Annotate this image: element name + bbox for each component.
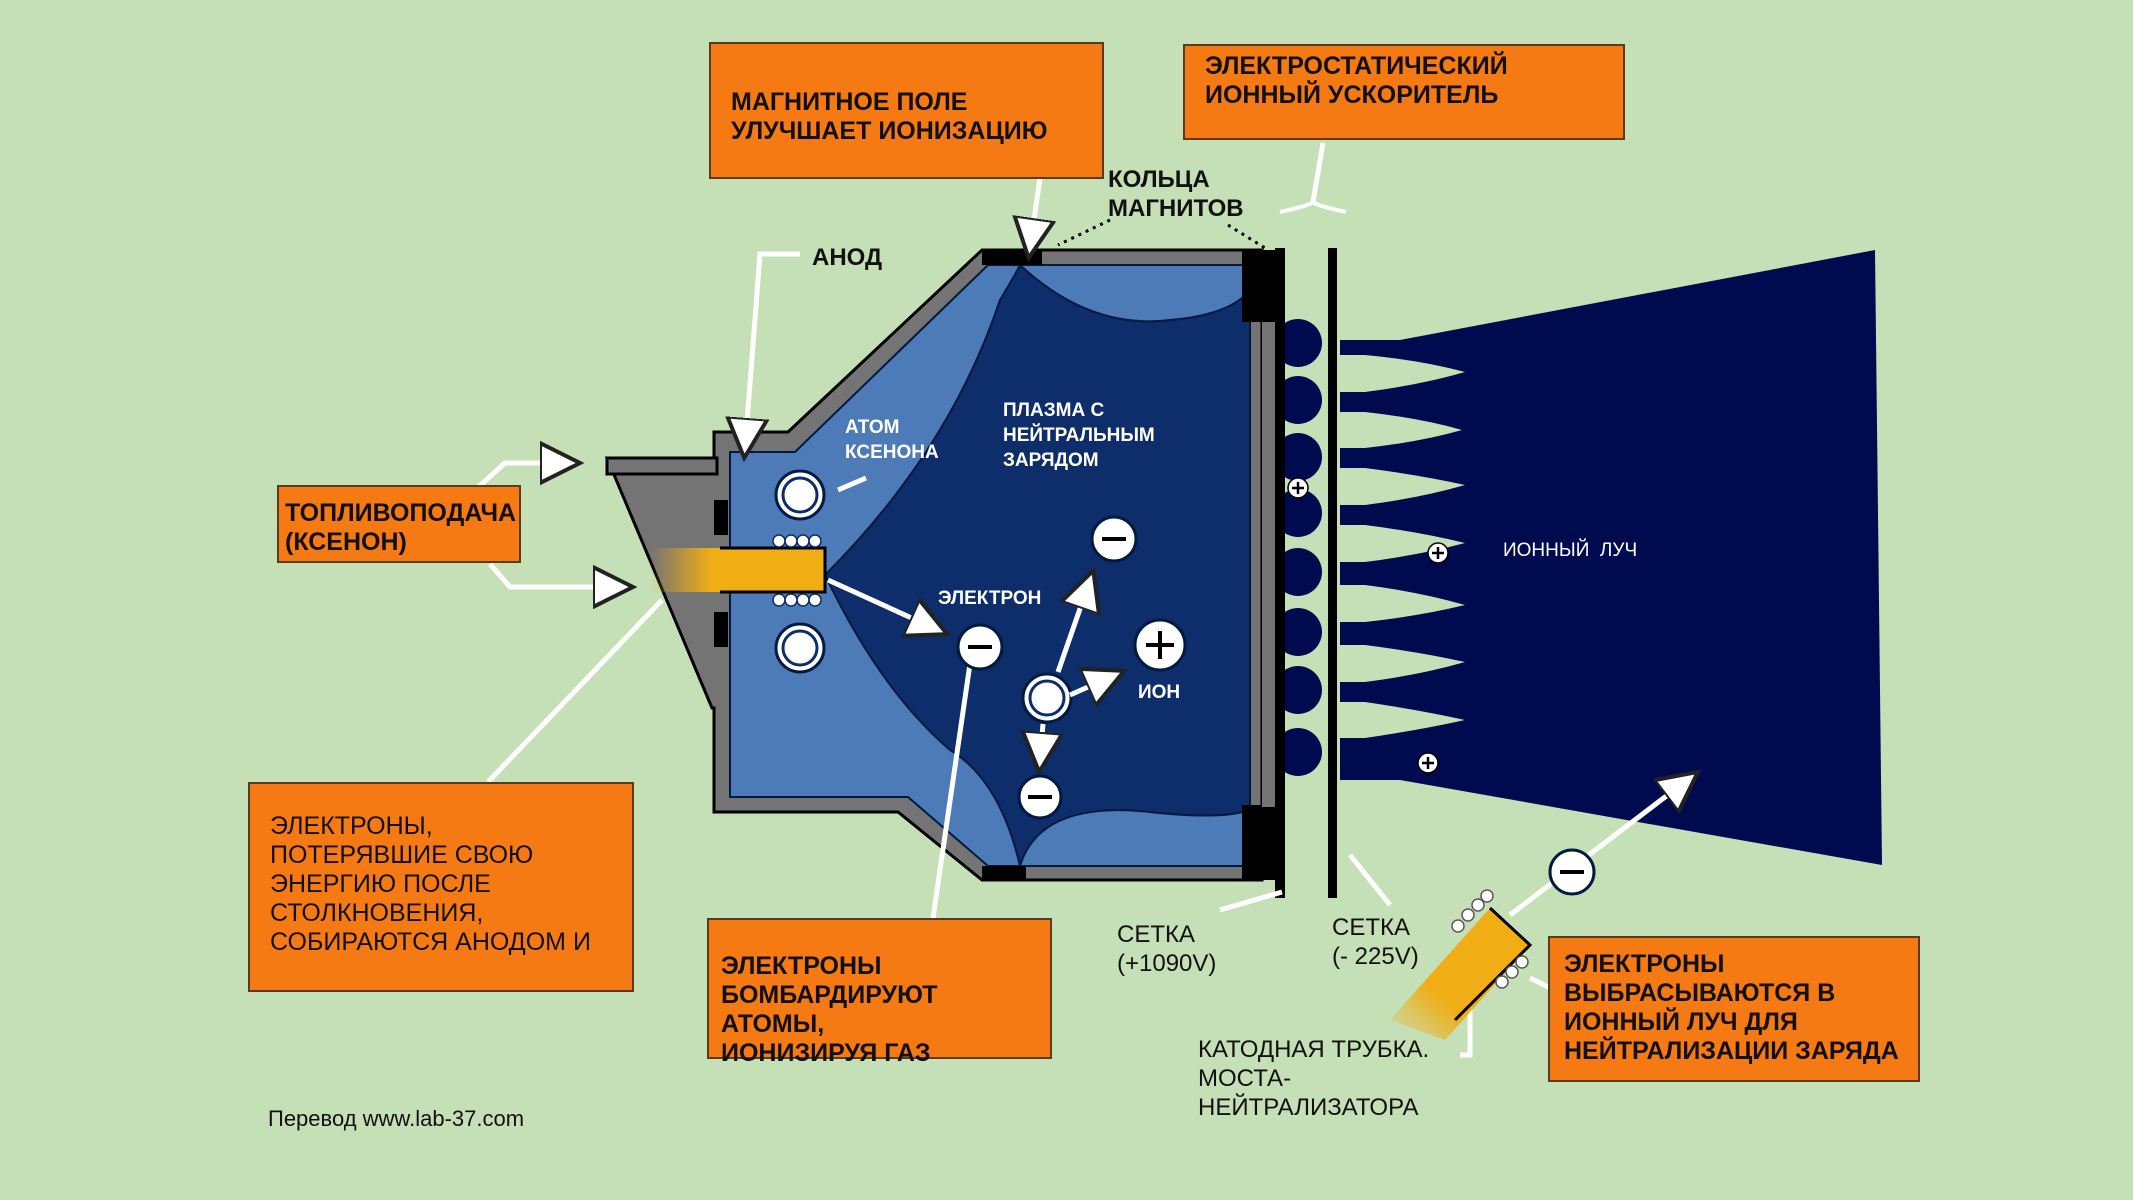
xenon-pointer [837,475,867,493]
xenon-atom [774,469,1073,724]
particle-arrows [826,580,1115,762]
plasma-region [823,263,1251,870]
magnet-pointers [1057,218,1266,250]
label-line: МОСТА- [1198,1065,1292,1092]
label-ion: ИОН [1138,682,1181,703]
callout-line: ИОННЫЙ УСКОРИТЕЛЬ [1205,81,1499,109]
label-line: (- 225V) [1332,943,1419,970]
label-line: КСЕНОНА [845,442,939,463]
electron-icon [1548,848,1596,896]
grid-apertures [1274,319,1322,776]
label-line: СЕТКА [1117,921,1195,948]
label-electron: ЭЛЕКТРОН [938,588,1042,609]
label-anode: АНОД [812,244,883,271]
fuel-inlet-pipe [605,456,719,476]
grid-gaps [1318,355,1465,738]
callout-line: СОБИРАЮТСЯ АНОДОМ И [270,928,591,956]
translation-credit: Перевод www.lab-37.com [268,1106,525,1131]
callout-fuel-feed: ТОПЛИВОПОДАЧА (КСЕНОН) [277,485,521,563]
callout-anode-collect: ЭЛЕКТРОНЫ, ПОТЕРЯВШИЕ СВОЮ ЭНЕРГИЮ ПОСЛЕ… [248,782,634,992]
label-plasma: ПЛАЗМА С НЕЙТРАЛЬНЫМ ЗАРЯДОМ [1003,398,1155,473]
label-xenon-atom: АТОМ КСЕНОНА [845,415,939,465]
label-ion-beam: ИОННЫЙ ЛУЧ [1503,540,1638,561]
label-line: НЕЙТРАЛИЗАТОРА [1198,1094,1419,1121]
label-line: КАТОДНАЯ ТРУБКА. [1198,1036,1430,1063]
callout-line: ЭЛЕКТРОСТАТИЧЕСКИЙ [1205,52,1508,80]
callout-line: ПОТЕРЯВШИЕ СВОЮ [270,841,534,869]
ion-beam [1340,250,1882,865]
callout-neutralize: ЭЛЕКТРОНЫ ВЫБРАСЫВАЮТСЯ В ИОННЫЙ ЛУЧ ДЛЯ… [1548,936,1920,1082]
discharge-cathode [650,534,827,607]
label-cathode-tube: КАТОДНАЯ ТРУБКА. МОСТА- НЕЙТРАЛИЗАТОРА [1198,1035,1429,1122]
screen-grid [1275,248,1285,898]
callout-line: УЛУЧШАЕТ ИОНИЗАЦИЮ [731,117,1048,145]
label-grid-positive: СЕТКА (+1090V) [1117,920,1216,978]
callout-line: ТОПЛИВОПОДАЧА [285,499,517,527]
electron-icon [956,623,1004,671]
callout-line: СТОЛКНОВЕНИЯ, [270,899,484,927]
label-magnet-rings: КОЛЬЦА МАГНИТОВ [1108,165,1244,223]
callout-line: ИОНИЗИРУЯ ГАЗ [721,1039,931,1067]
beam-ion-icon [1287,477,1449,774]
callout-line: ИОННЫЙ ЛУЧ ДЛЯ [1564,1008,1798,1036]
label-grid-negative: СЕТКА (- 225V) [1332,913,1419,971]
callout-bombard: ЭЛЕКТРОНЫ БОМБАРДИРУЮТ АТОМЫ, ИОНИЗИРУЯ … [707,918,1052,1067]
label-line: СЕТКА [1332,914,1410,941]
callout-line: ЭНЕРГИЮ ПОСЛЕ [270,870,491,898]
electron-icon [1017,774,1063,820]
callout-line: БОМБАРДИРУЮТ АТОМЫ, [721,981,938,1038]
accel-grid [1328,248,1337,898]
fuel-feed-arrows [473,463,623,587]
callout-pointers [486,142,1552,1058]
callout-line: (КСЕНОН) [285,528,407,556]
label-line: МАГНИТОВ [1108,195,1244,222]
callout-line: МАГНИТНОЕ ПОЛЕ [731,88,968,116]
callout-line: ЭЛЕКТРОНЫ [721,952,882,980]
label-line: НЕЙТРАЛЬНЫМ [1003,425,1155,446]
label-line: АТОМ [845,417,900,438]
label-line: ПЛАЗМА С [1003,400,1105,421]
label-line: КОЛЬЦА [1108,166,1210,193]
accelerator-grids[interactable] [1262,248,1337,898]
callout-line: НЕЙТРАЛИЗАЦИИ ЗАРЯДА [1564,1037,1899,1065]
ion-plus-icon [1133,618,1187,672]
label-line: (+1090V) [1117,950,1217,977]
electron-icon [1090,515,1138,563]
callout-line: ЭЛЕКТРОНЫ [1564,950,1725,978]
label-line: ЗАРЯДОМ [1003,450,1099,471]
neutralizer-cathode [1390,778,1690,1040]
callout-accelerator: ЭЛЕКТРОСТАТИЧЕСКИЙ ИОННЫЙ УСКОРИТЕЛЬ [1183,44,1625,140]
magnet-rings [714,250,1277,880]
callout-magnetic-field: МАГНИТНОЕ ПОЛЕ УЛУЧШАЕТ ИОНИЗАЦИЮ [709,42,1104,179]
callout-line: ЭЛЕКТРОНЫ, [270,812,433,840]
callout-line: ВЫБРАСЫВАЮТСЯ В [1564,979,1836,1007]
